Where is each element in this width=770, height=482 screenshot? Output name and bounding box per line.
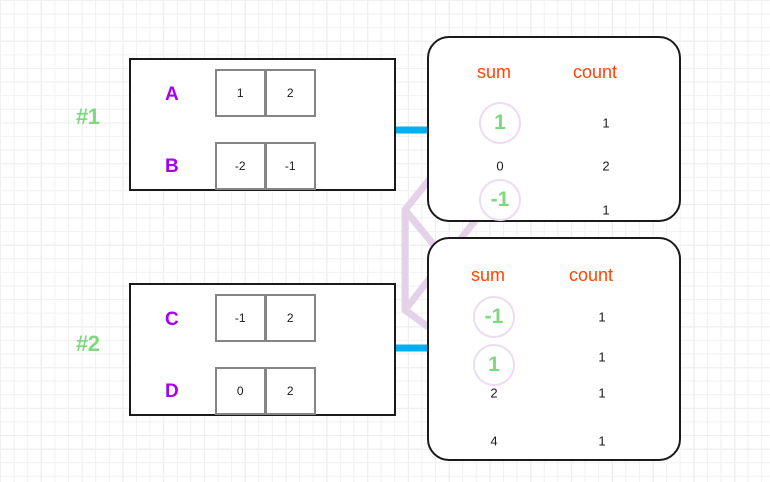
result-sum-1-row-1: 0	[496, 158, 504, 174]
result-panel-2: sum count -1 1 1 1 2 1 4 1	[427, 237, 681, 461]
result-count-1-row-0: 1	[602, 115, 610, 131]
cell-c-0: -1	[215, 294, 266, 342]
result-sum-1-row-0: 1	[494, 111, 506, 134]
cell-b-1: -1	[265, 142, 316, 190]
column-header-count-1: count	[573, 62, 618, 82]
partition-box-1: A 1 2 B -2 -1	[129, 58, 396, 191]
highlight-circle-sum-2-row-1	[473, 344, 515, 386]
row-cells-d: 0 2	[215, 367, 316, 415]
cell-b-0: -2	[215, 142, 266, 190]
cell-a-0: 1	[215, 69, 266, 117]
result-sum-2-row-2: 2	[490, 385, 498, 401]
result-sum-2-row-1: 1	[488, 353, 500, 376]
cell-c-1: 2	[265, 294, 316, 342]
row-letter-a: A	[165, 84, 179, 105]
result-count-2-row-0: 1	[598, 309, 606, 325]
result-sum-2-row-0: -1	[484, 305, 504, 328]
result-count-2-row-2: 1	[598, 385, 606, 401]
group-label-partition-2: #2	[76, 331, 100, 356]
cell-d-1: 2	[265, 367, 316, 415]
group-label-partition-1: #1	[76, 104, 100, 129]
result-count-2-row-3: 1	[598, 433, 606, 449]
row-letter-c: C	[165, 309, 179, 330]
row-cells-c: -1 2	[215, 294, 316, 342]
result-sum-2-row-3: 4	[490, 433, 498, 449]
column-header-count-2: count	[569, 265, 614, 285]
result-count-1-row-2: 1	[602, 202, 610, 218]
row-letter-d: D	[165, 381, 179, 402]
column-header-sum-2: sum	[471, 265, 506, 285]
partition-box-2: C -1 2 D 0 2	[129, 283, 396, 416]
highlight-circle-sum-1-row-2	[479, 179, 521, 221]
highlight-circle-sum-2-row-0	[473, 296, 515, 338]
result-count-1-row-1: 2	[602, 158, 610, 174]
cell-a-1: 2	[265, 69, 316, 117]
highlight-circle-sum-1-row-0	[479, 102, 521, 144]
row-cells-a: 1 2	[215, 69, 316, 117]
result-sum-1-row-2: -1	[490, 188, 510, 211]
result-count-2-row-1: 1	[598, 349, 606, 365]
row-letter-b: B	[165, 156, 179, 177]
row-cells-b: -2 -1	[215, 142, 316, 190]
cell-d-0: 0	[215, 367, 266, 415]
column-header-sum-1: sum	[477, 62, 512, 82]
result-panel-1: sum count 1 1 0 2 -1 1	[427, 36, 681, 222]
